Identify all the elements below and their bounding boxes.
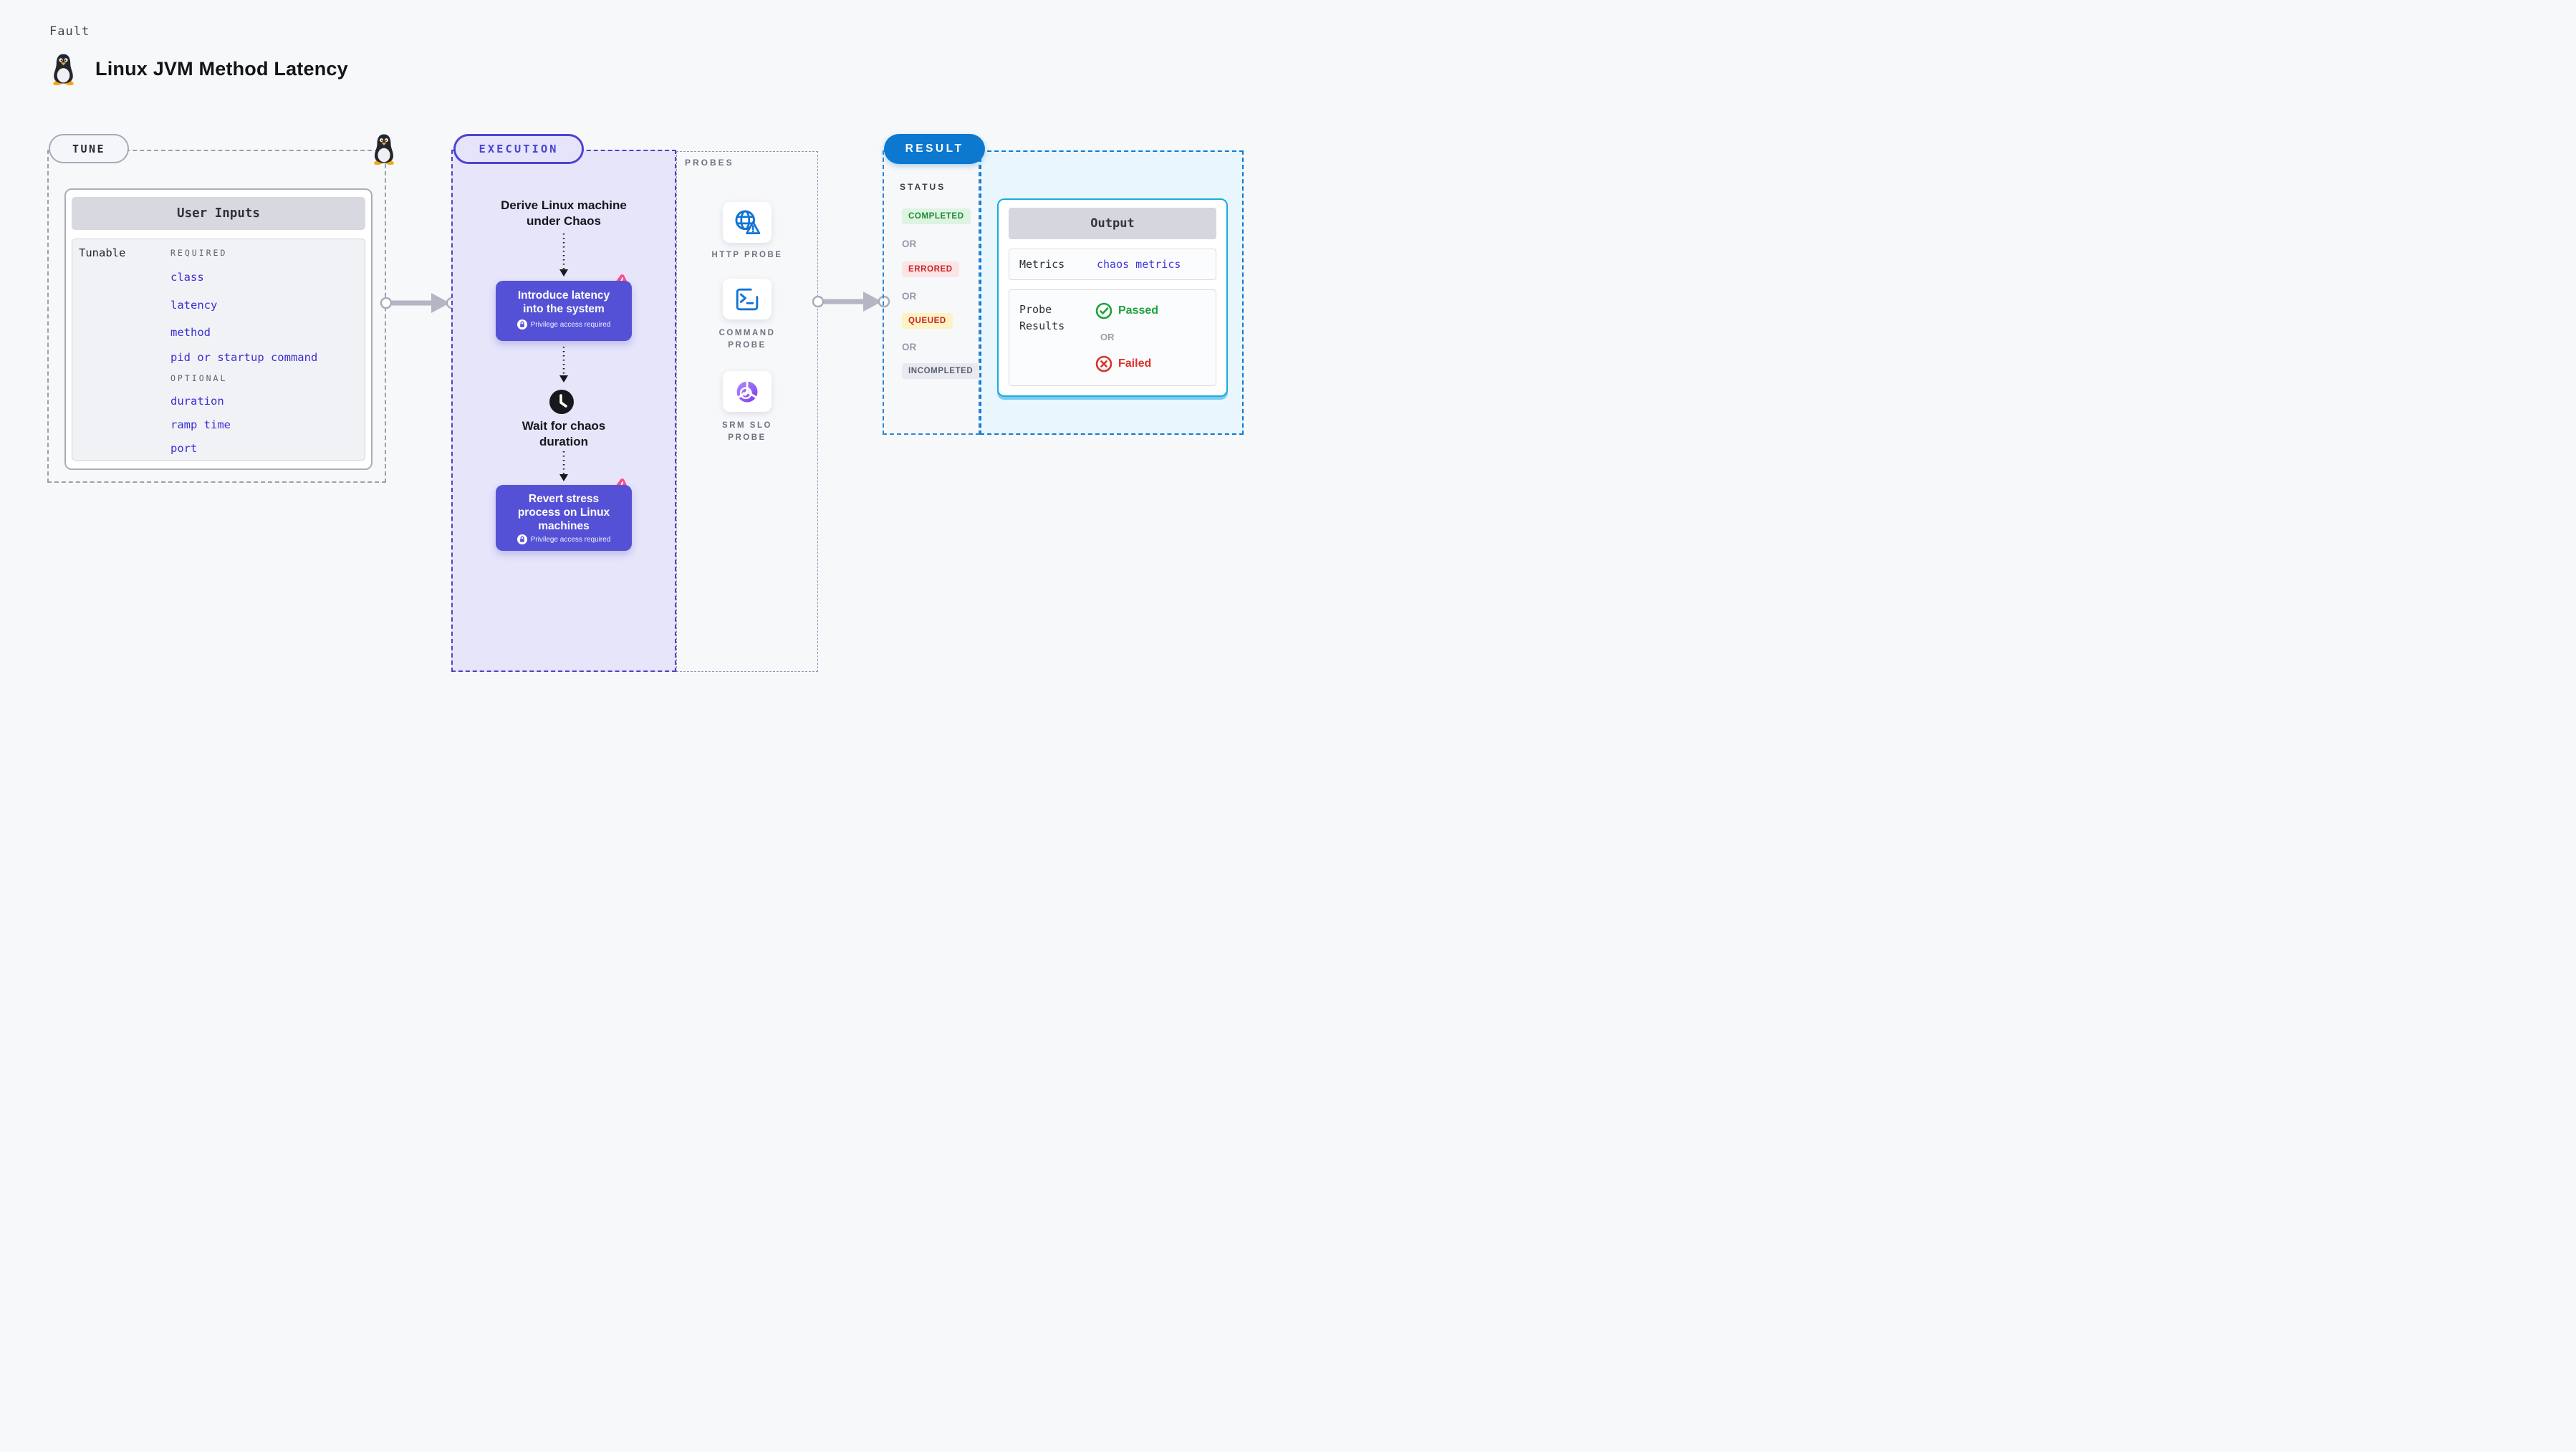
metrics-value: chaos metrics — [1097, 258, 1181, 271]
probes-region-box — [676, 151, 818, 672]
probes-to-result-arrow — [812, 292, 890, 312]
tunables-panel — [72, 239, 365, 461]
srm-slo-probe-card — [723, 371, 772, 412]
http-probe-card — [723, 202, 772, 243]
page-title: Linux JVM Method Latency — [95, 58, 348, 80]
result-pill: RESULT — [884, 134, 985, 164]
status-label: STATUS — [900, 182, 946, 192]
status-region-box — [883, 150, 980, 435]
srm-slo-probe-label: SRM SLO PROBE — [722, 421, 772, 442]
passed-check-icon — [1095, 302, 1112, 319]
failed-label: Failed — [1118, 357, 1152, 370]
passed-label: Passed — [1118, 304, 1159, 317]
metrics-row: Metrics chaos metrics — [1009, 249, 1216, 280]
status-badge-queued: QUEUED — [902, 313, 953, 329]
privilege-badge: Privilege access required — [496, 534, 632, 544]
flow-dotted-arrow — [559, 347, 568, 383]
http-probe-icon — [735, 210, 761, 234]
tunable-link-pid-or-startup-command[interactable]: pid or startup command — [170, 351, 318, 364]
or-separator: OR — [1100, 332, 1115, 342]
lock-icon — [516, 534, 527, 544]
revert-stress-step: Revert stress process on Linux machines … — [496, 485, 632, 551]
srm-slo-probe-icon — [736, 380, 758, 402]
diagram-canvas: Fault Linux JVM Method Latency TUNE User… — [0, 0, 1288, 726]
probes-label: PROBES — [685, 158, 734, 168]
required-section-label: REQUIRED — [170, 248, 228, 258]
command-probe-icon — [736, 288, 759, 310]
tunable-link-ramp-time[interactable]: ramp time — [170, 418, 231, 431]
tune-to-execution-arrow — [380, 293, 458, 313]
failed-row: Failed — [1095, 355, 1151, 372]
command-probe-card — [723, 279, 772, 319]
or-separator: OR — [902, 239, 917, 249]
fault-kicker: Fault — [49, 24, 90, 39]
tunable-label: Tunable — [79, 246, 126, 259]
tux-penguin-icon — [52, 54, 75, 85]
tunable-link-latency[interactable]: latency — [170, 299, 218, 312]
user-inputs-header: User Inputs — [72, 197, 365, 230]
command-probe-label: COMMAND PROBE — [719, 329, 776, 350]
metrics-label: Metrics — [1019, 258, 1065, 271]
probe-results-label: Probe Results — [1019, 303, 1065, 332]
tunable-link-method[interactable]: method — [170, 326, 211, 339]
tunable-link-duration[interactable]: duration — [170, 395, 224, 408]
execution-pill: EXECUTION — [453, 134, 584, 164]
flow-dotted-arrow — [559, 234, 568, 277]
tune-pill: TUNE — [49, 134, 129, 163]
or-separator: OR — [902, 342, 917, 352]
clock-icon — [549, 390, 574, 414]
or-separator: OR — [902, 291, 917, 302]
tux-penguin-corner-icon — [373, 134, 395, 165]
flow-dotted-arrow — [559, 451, 568, 481]
privilege-badge: Privilege access required — [496, 319, 632, 330]
lock-icon — [516, 319, 527, 330]
tune-region-box — [47, 150, 386, 483]
failed-x-icon — [1095, 355, 1112, 372]
derive-machine-text: Derive Linux machine under Chaos — [501, 198, 627, 228]
introduce-latency-step: Introduce latency into the system Privil… — [496, 281, 632, 341]
wait-duration-text: Wait for chaos duration — [522, 419, 606, 448]
status-badge-completed: COMPLETED — [902, 208, 971, 224]
tunable-link-class[interactable]: class — [170, 271, 204, 284]
passed-row: Passed — [1095, 302, 1158, 319]
title-row: Linux JVM Method Latency — [50, 53, 348, 85]
optional-section-label: OPTIONAL — [170, 373, 228, 383]
probe-results-row: Probe Results Passed OR Failed — [1009, 289, 1216, 386]
status-badge-errored: ERRORED — [902, 261, 959, 277]
tunable-link-port[interactable]: port — [170, 442, 198, 455]
http-probe-label: HTTP PROBE — [711, 251, 783, 259]
output-header: Output — [1009, 208, 1216, 239]
status-badge-incompleted: INCOMPLETED — [902, 363, 980, 379]
